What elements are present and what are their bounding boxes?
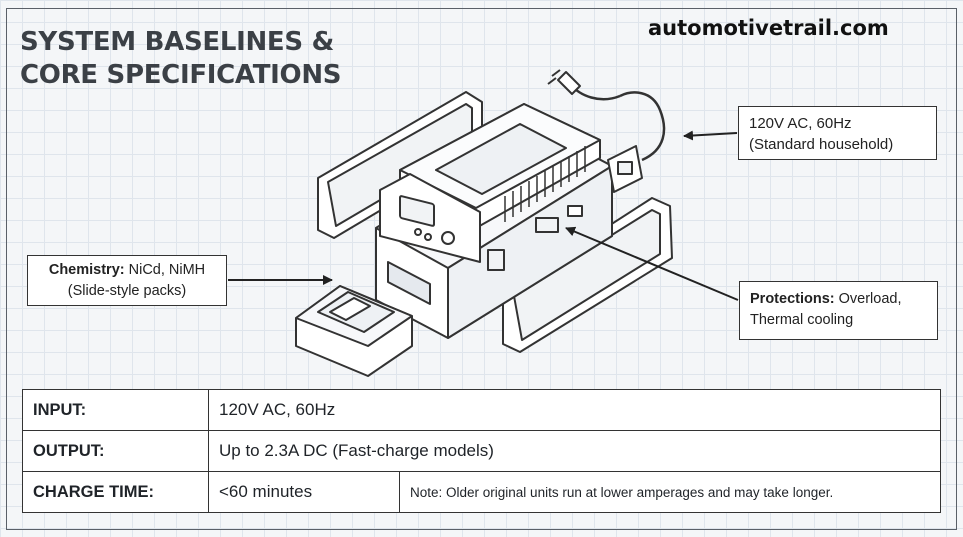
battery-pack — [295, 285, 413, 377]
callout-protections-line2: Thermal cooling — [750, 312, 854, 328]
callout-power-line2: (Standard household) — [749, 136, 894, 153]
spec-row-charge-time: CHARGE TIME: <60 minutes Note: Older ori… — [22, 471, 941, 513]
callout-power-line1: 120V AC, 60Hz — [749, 115, 852, 132]
callout-chemistry-label: Chemistry: — [48, 262, 125, 278]
page-title: SYSTEM BASELINES & CORE SPECIFICATIONS — [20, 26, 342, 92]
spec-label-charge-time: CHARGE TIME: — [22, 471, 209, 513]
callout-protections: Protections: Overload, Thermal cooling — [739, 281, 938, 340]
arrow-to-circuit — [565, 226, 739, 301]
arrow-to-plug — [683, 130, 738, 141]
website-label: automotivetrail.com — [648, 16, 889, 40]
spec-row-input: INPUT: 120V AC, 60Hz — [22, 389, 941, 431]
outer-frame — [6, 8, 957, 530]
spec-row-output: OUTPUT: Up to 2.3A DC (Fast-charge model… — [22, 430, 941, 472]
callout-chemistry-value: NiCd, NiMH — [124, 262, 206, 278]
spec-value-charge-time: <60 minutes — [208, 471, 400, 513]
spec-label-output: OUTPUT: — [22, 430, 209, 472]
callout-protections-label: Protections: — [750, 291, 835, 307]
spec-label-input: INPUT: — [22, 389, 209, 431]
title-line-2: CORE SPECIFICATIONS — [20, 60, 342, 90]
callout-chemistry-line2: (Slide-style packs) — [67, 283, 187, 299]
spec-value-output: Up to 2.3A DC (Fast-charge models) — [208, 430, 941, 472]
spec-note-charge-time: Note: Older original units run at lower … — [399, 471, 941, 513]
power-cord — [547, 69, 666, 193]
callout-chemistry: Chemistry: NiCd, NiMH (Slide-style packs… — [27, 255, 227, 306]
charger-body — [375, 103, 613, 339]
spec-table: INPUT: 120V AC, 60Hz OUTPUT: Up to 2.3A … — [22, 389, 941, 513]
spec-value-input: 120V AC, 60Hz — [208, 389, 941, 431]
callout-protections-value: Overload, — [834, 291, 902, 307]
callout-power: 120V AC, 60Hz (Standard household) — [738, 106, 937, 160]
title-line-1: SYSTEM BASELINES & — [20, 27, 334, 57]
right-cover-panel — [502, 197, 673, 353]
